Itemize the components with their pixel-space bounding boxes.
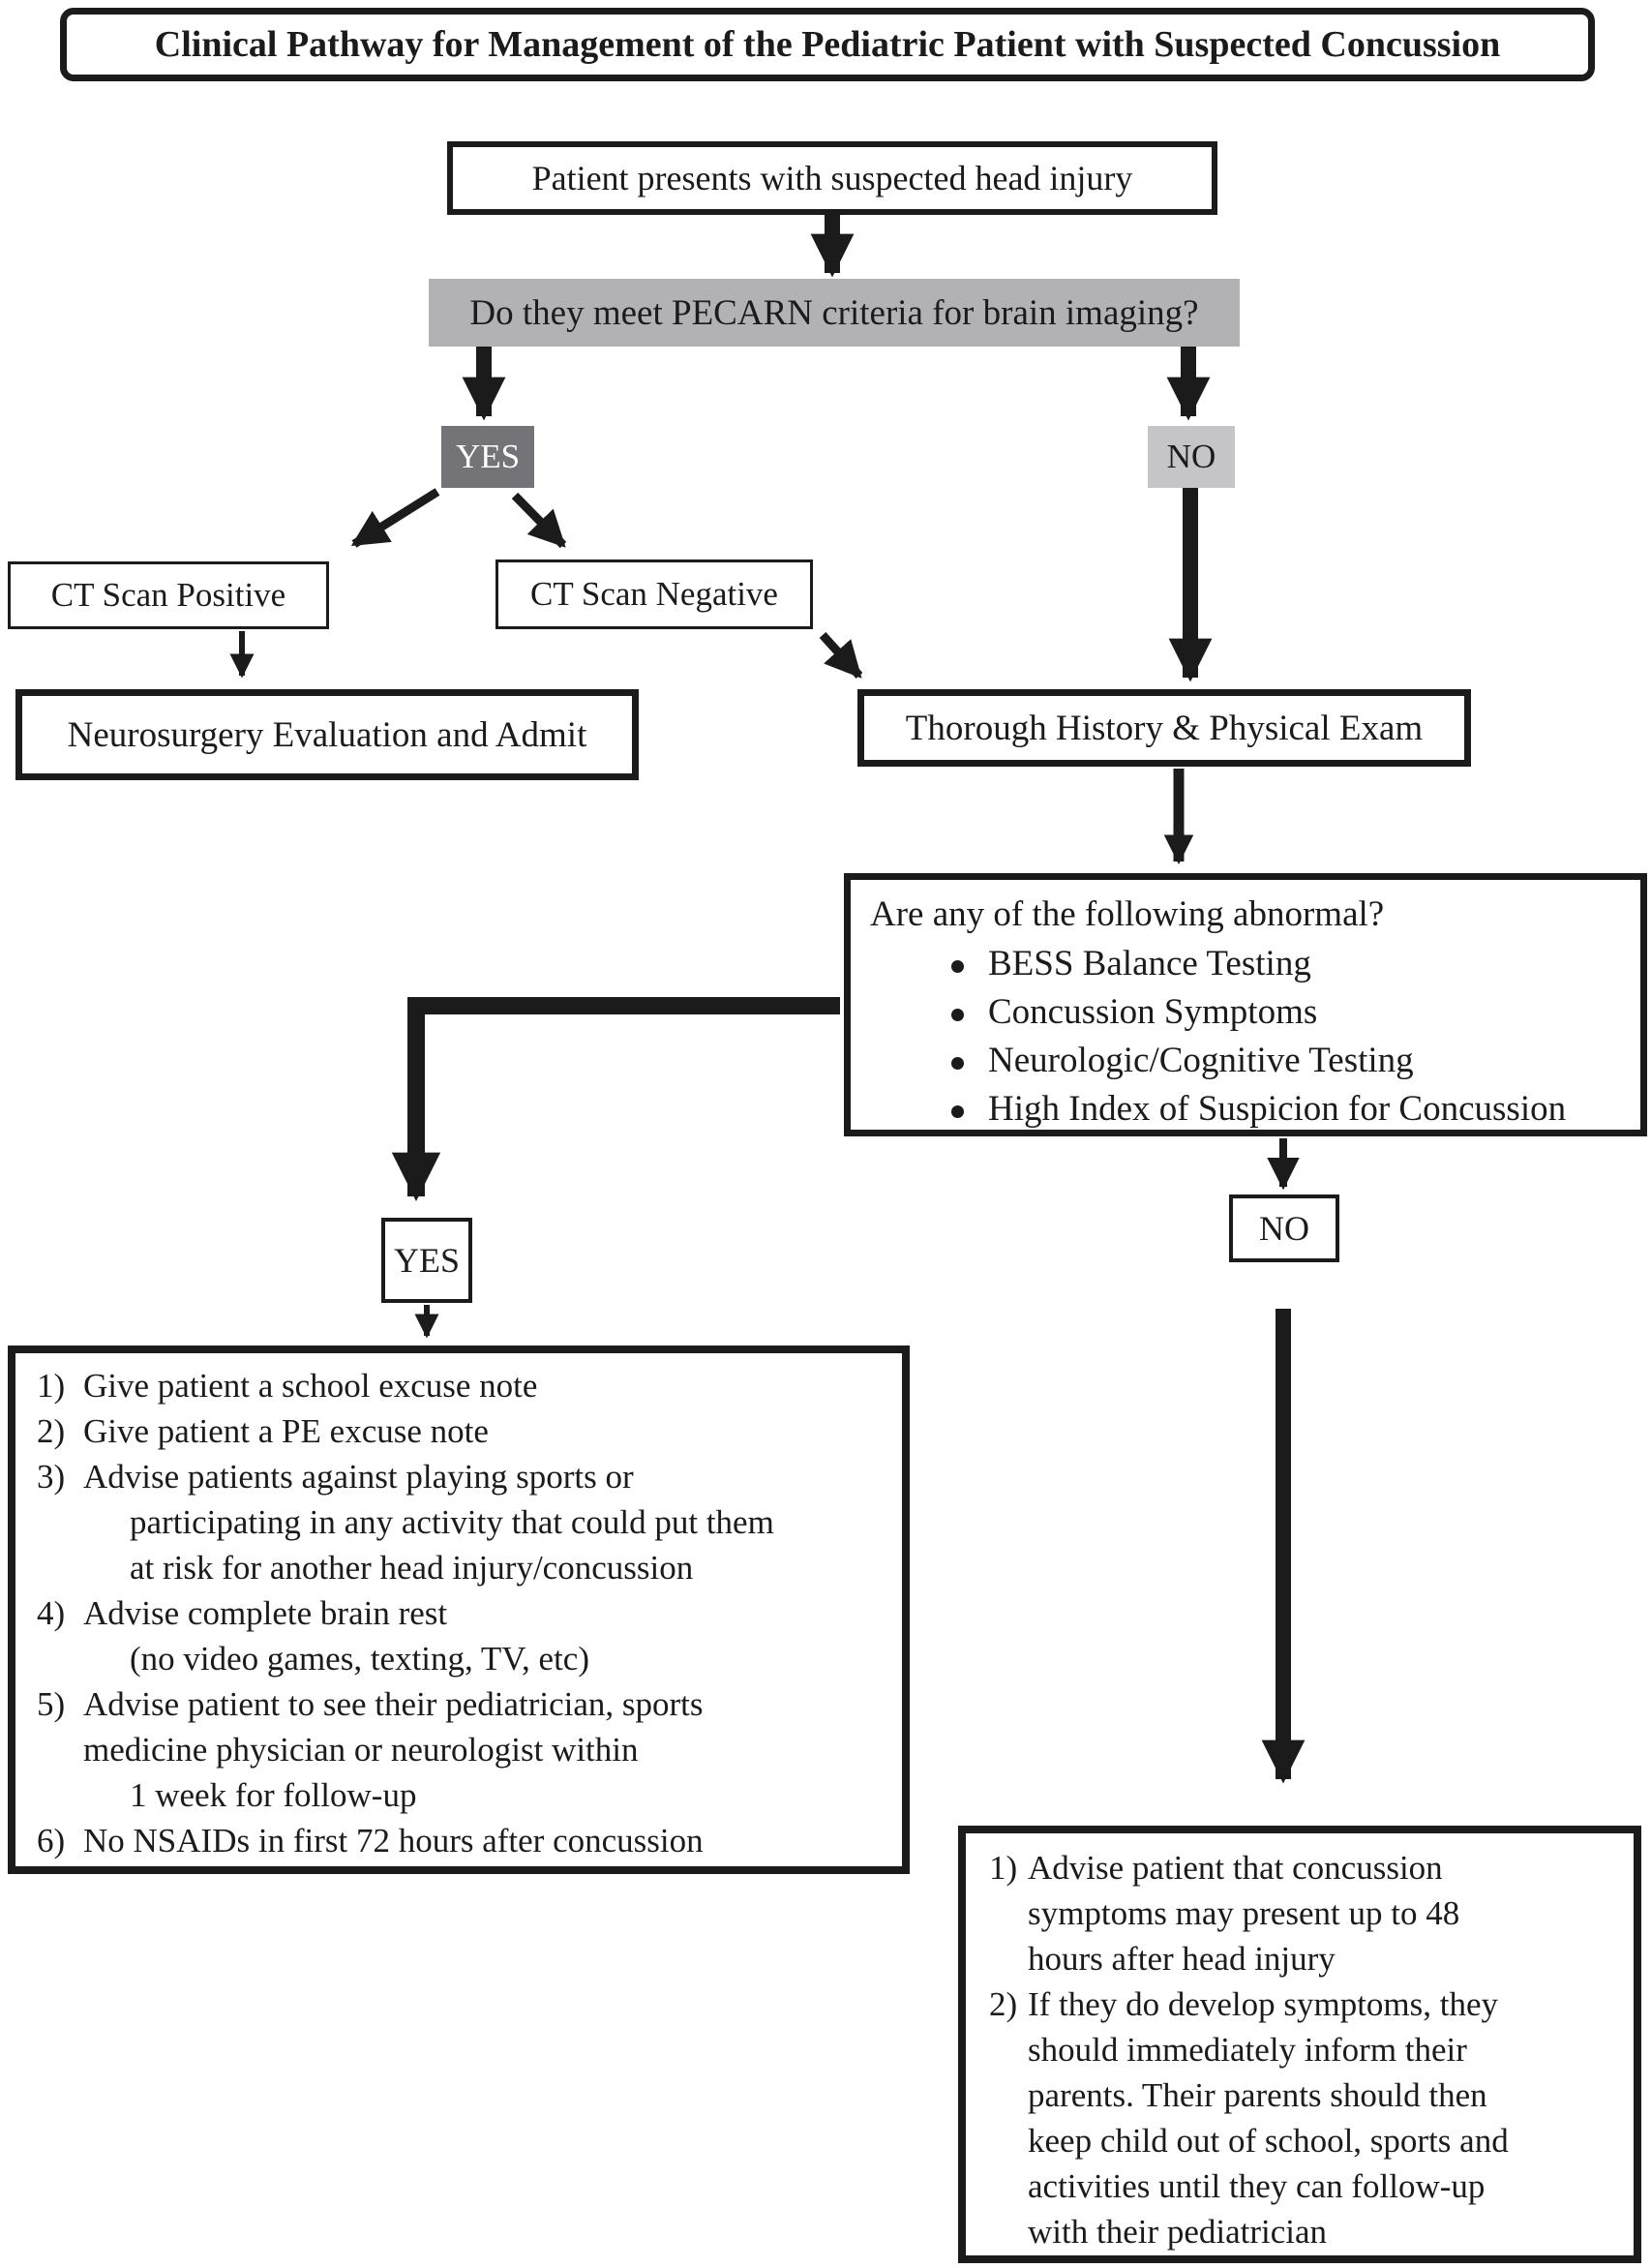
- yes-plan-list: 1) Give patient a school excuse note 2) Gi…: [8, 1346, 910, 1874]
- list-item: 5) Advise patient to see their pediatrici…: [15, 1681, 902, 1727]
- item-text: Give patient a school excuse note: [83, 1367, 538, 1405]
- item-number: [15, 1727, 83, 1772]
- node-patient-presents: Patient presents with suspected head inj…: [447, 141, 1217, 215]
- list-item: 4) Advise complete brain rest: [15, 1590, 902, 1636]
- item-text: with their pediatrician: [1028, 2213, 1328, 2251]
- list-item: 3) Advise patients against playing sports…: [15, 1454, 902, 1499]
- abnormal-question-heading: Are any of the following abnormal?: [870, 894, 1385, 934]
- no-plan-list: 1) Advise patient that concussion symptom…: [958, 1826, 1641, 2263]
- arrow-abnormal-to-yes2-elbow: [391, 997, 840, 1202]
- node-pecarn-no: NO: [1148, 426, 1235, 488]
- item-text: keep child out of school, sports and: [1028, 2122, 1509, 2160]
- abnormal-bullet-symptoms: Concussion Symptoms: [851, 988, 1640, 1037]
- abnormal-bullet-bess: BESS Balance Testing: [851, 940, 1640, 988]
- item-number: [15, 1772, 83, 1818]
- item-text: Advise patients against playing sports o…: [83, 1458, 634, 1496]
- abnormal-bullet-suspicion: High Index of Suspicion for Concussion: [851, 1085, 1640, 1134]
- node-history-physical-exam: Thorough History & Physical Exam: [857, 689, 1471, 767]
- list-item: participating in any activity that could…: [15, 1499, 902, 1545]
- list-item: hours after head injury: [966, 1936, 1634, 1981]
- list-item: keep child out of school, sports and: [966, 2118, 1634, 2163]
- arrow-yes-to-ct-negative: [511, 492, 567, 549]
- item-number: [966, 2118, 1028, 2163]
- node-neurosurgery-admit: Neurosurgery Evaluation and Admit: [15, 689, 639, 780]
- item-number: 3): [37, 1458, 66, 1496]
- list-item: 1 week for follow-up: [15, 1772, 902, 1818]
- item-text: parents. Their parents should then: [1028, 2076, 1487, 2114]
- abnormal-bullet-neurologic: Neurologic/Cognitive Testing: [851, 1037, 1640, 1085]
- item-number: 1): [989, 1849, 1018, 1887]
- list-item: with their pediatrician: [966, 2209, 1634, 2254]
- item-text: hours after head injury: [1028, 1940, 1336, 1978]
- list-item: 6) No NSAIDs in first 72 hours after conc…: [15, 1818, 902, 1863]
- item-number: [966, 1936, 1028, 1981]
- item-text: symptoms may present up to 48: [1028, 1894, 1460, 1932]
- node-abnormal-yes: YES: [381, 1218, 472, 1303]
- item-number: [966, 2209, 1028, 2254]
- item-text: (no video games, texting, TV, etc): [130, 1640, 589, 1678]
- node-abnormal-question: Are any of the following abnormal? BESS …: [844, 873, 1647, 1136]
- item-number: 5): [37, 1685, 66, 1723]
- list-item: 1) Advise patient that concussion: [966, 1845, 1634, 1890]
- node-abnormal-no: NO: [1229, 1194, 1339, 1262]
- node-pecarn-yes: YES: [441, 426, 534, 488]
- item-number: [966, 2027, 1028, 2072]
- arrow-ct-negative-to-history: [819, 631, 863, 680]
- item-number: [966, 2163, 1028, 2209]
- item-text: Advise patient that concussion: [1028, 1849, 1443, 1887]
- list-item: 2) If they do develop symptoms, they: [966, 1981, 1634, 2027]
- item-number: [15, 1499, 83, 1545]
- list-item: medicine physician or neurologist within: [15, 1727, 902, 1772]
- item-number: 1): [37, 1367, 66, 1405]
- list-item: parents. Their parents should then: [966, 2072, 1634, 2118]
- item-number: [15, 1636, 83, 1681]
- page-title: Clinical Pathway for Management of the P…: [60, 8, 1595, 81]
- item-number: 2): [37, 1412, 66, 1450]
- item-number: 2): [989, 1985, 1018, 2023]
- node-ct-scan-negative: CT Scan Negative: [495, 559, 813, 629]
- item-text: participating in any activity that could…: [130, 1503, 774, 1541]
- list-item: (no video games, texting, TV, etc): [15, 1636, 902, 1681]
- item-number: 4): [37, 1594, 66, 1632]
- list-item: activities until they can follow-up: [966, 2163, 1634, 2209]
- item-text: medicine physician or neurologist within: [83, 1731, 639, 1769]
- item-text: activities until they can follow-up: [1028, 2167, 1486, 2205]
- item-number: [966, 2072, 1028, 2118]
- list-item: symptoms may present up to 48: [966, 1890, 1634, 1936]
- list-item: 1) Give patient a school excuse note: [15, 1363, 902, 1408]
- arrow-yes-to-ct-positive: [350, 488, 440, 548]
- item-text: Advise complete brain rest: [83, 1594, 448, 1632]
- item-text: should immediately inform their: [1028, 2031, 1467, 2069]
- item-text: No NSAIDs in first 72 hours after concus…: [83, 1822, 704, 1860]
- list-item: should immediately inform their: [966, 2027, 1634, 2072]
- item-number: [966, 1890, 1028, 1936]
- item-text: If they do develop symptoms, they: [1028, 1985, 1499, 2023]
- item-text: Give patient a PE excuse note: [83, 1412, 489, 1450]
- item-text: 1 week for follow-up: [130, 1776, 417, 1814]
- item-text: Advise patient to see their pediatrician…: [83, 1685, 704, 1723]
- item-number: [15, 1545, 83, 1590]
- item-number: 6): [37, 1822, 66, 1860]
- item-text: at risk for another head injury/concussi…: [130, 1549, 694, 1587]
- list-item: at risk for another head injury/concussi…: [15, 1545, 902, 1590]
- list-item: 2) Give patient a PE excuse note: [15, 1408, 902, 1454]
- node-pecarn-question: Do they meet PECARN criteria for brain i…: [429, 279, 1240, 347]
- node-ct-scan-positive: CT Scan Positive: [8, 561, 329, 629]
